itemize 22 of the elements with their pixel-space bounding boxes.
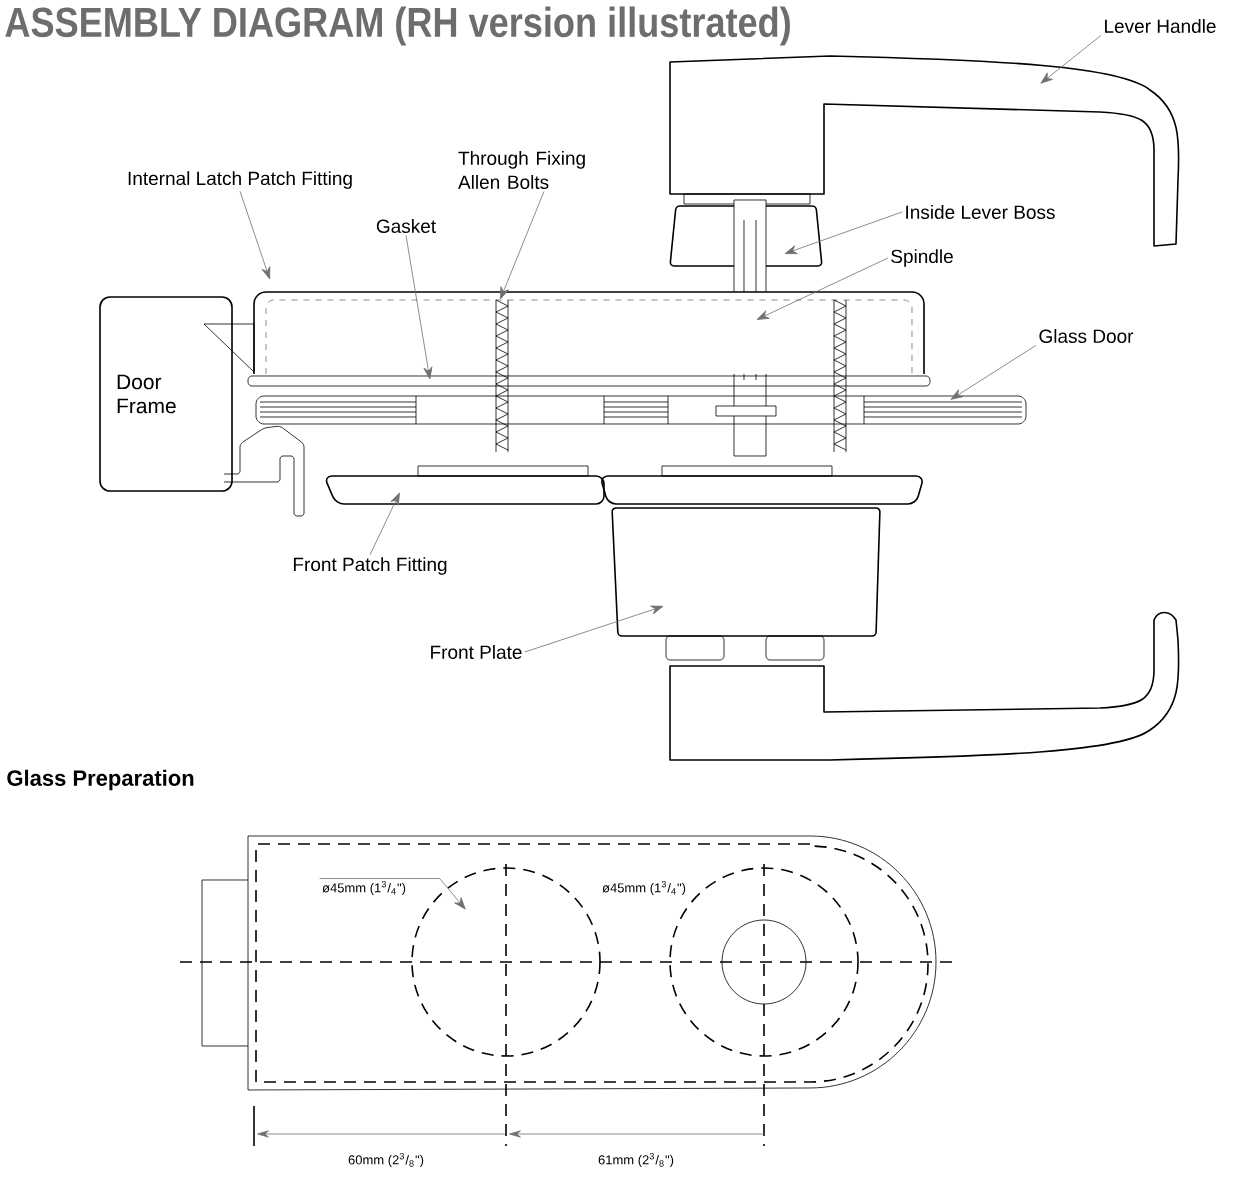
leader-line: [1040, 35, 1102, 84]
part-label: Spindle: [891, 249, 953, 267]
door-frame-box: Door Frame: [99, 296, 233, 492]
leader-line: [756, 257, 889, 320]
part-label: Through Fixing Allen Bolts: [458, 151, 585, 189]
part-label: Gasket: [376, 219, 436, 233]
part-label: Inside Lever Boss: [906, 205, 1055, 219]
part-label: Front Patch Fitting: [293, 557, 447, 575]
part-label: Internal Latch Patch Fitting: [128, 171, 352, 189]
leader-line: [950, 344, 1037, 400]
leader-line: [319, 878, 466, 910]
section-heading: Glass Preparation: [7, 769, 194, 791]
part-label: Front Plate: [431, 645, 522, 659]
leader-line: [500, 191, 545, 300]
title: ASSEMBLY DIAGRAM (RH version illustrated): [5, 6, 790, 46]
leader-line: [405, 235, 433, 380]
leader-line: [784, 211, 903, 255]
part-label: Lever Handle: [1105, 19, 1216, 33]
leader-line: [369, 492, 400, 556]
leader-line: [239, 190, 271, 280]
part-label: Glass Door: [1039, 329, 1134, 343]
leader-line: [524, 605, 664, 653]
